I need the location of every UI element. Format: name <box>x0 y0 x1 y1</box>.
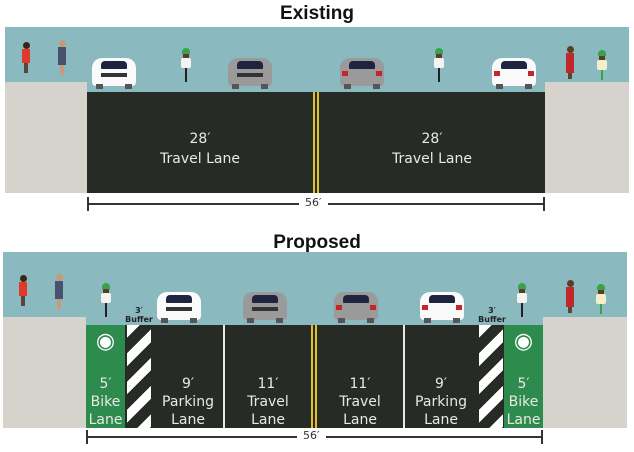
pedestrian-with-dog-icon <box>55 274 63 309</box>
sidewalk-right <box>543 317 627 428</box>
travel-lane-left: 11′ Travel Lane <box>247 376 289 428</box>
lane-divider <box>403 325 405 428</box>
buffer-label-left: 3′ Buffer <box>125 306 153 324</box>
car-rear-icon <box>334 292 378 323</box>
existing-title: Existing <box>280 3 354 24</box>
pedestrian-icon <box>566 280 574 313</box>
cyclist-icon <box>515 283 529 317</box>
center-line <box>311 325 317 428</box>
sidewalk-right <box>545 82 629 193</box>
lane-divider <box>223 325 225 428</box>
dimension-tick-right <box>543 197 545 211</box>
bike-lane-right: ◉ 5′ Bike Lane <box>504 325 543 428</box>
roadway: ◉ 5′ Bike Lane 9′ Parking Lane 11′ Trave… <box>86 325 543 428</box>
total-width-label: 56′ <box>297 429 326 442</box>
parking-lane-left: 9′ Parking Lane <box>162 376 214 428</box>
bike-symbol-icon: ◉ <box>95 329 116 354</box>
roadway: 28′ Travel Lane 28′ Travel Lane <box>87 92 545 193</box>
car-rear-icon <box>492 58 536 89</box>
sidewalk-left <box>3 317 86 428</box>
dimension-tick-right <box>541 430 543 444</box>
pedestrian-icon <box>22 42 30 73</box>
parking-lane-right: 9′ Parking Lane <box>415 376 467 428</box>
pedestrian-with-dog-icon <box>58 40 66 75</box>
travel-lane-right: 28′ Travel Lane <box>392 131 472 167</box>
travel-lane-left: 28′ Travel Lane <box>160 131 240 167</box>
car-rear-icon <box>340 58 384 89</box>
car-rear-icon <box>420 292 464 323</box>
sidewalk-left <box>5 82 87 193</box>
cyclist-icon <box>179 48 193 82</box>
cyclist-icon <box>432 48 446 82</box>
buffer-label-right: 3′ Buffer <box>478 306 506 324</box>
car-front-icon <box>157 292 201 323</box>
pedestrian-icon <box>566 46 574 79</box>
pedestrian-icon <box>19 275 27 306</box>
cyclist-icon <box>99 283 113 317</box>
car-front-icon <box>228 58 272 89</box>
cyclist-icon <box>594 284 608 314</box>
proposed-title: Proposed <box>273 232 361 253</box>
center-line <box>313 92 319 193</box>
cyclist-icon <box>595 50 609 80</box>
buffer-left <box>127 325 151 428</box>
total-width-label: 56′ <box>299 196 328 209</box>
travel-lane-right: 11′ Travel Lane <box>339 376 381 428</box>
car-front-icon <box>92 58 136 89</box>
buffer-right <box>479 325 503 428</box>
bike-symbol-icon: ◉ <box>513 329 534 354</box>
bike-lane-left: ◉ 5′ Bike Lane <box>86 325 125 428</box>
sky-background <box>3 252 627 325</box>
car-front-icon <box>243 292 287 323</box>
